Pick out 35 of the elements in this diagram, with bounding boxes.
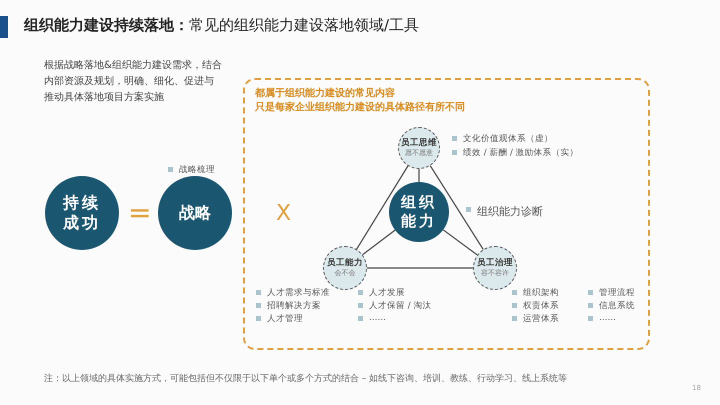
circle-label: 组织能力 (401, 193, 437, 231)
connector-line (430, 165, 484, 250)
multiply-sign: X (276, 201, 292, 226)
description-text: 根据战略落地&组织能力建设需求，结合内部资源及规划，明确、细化、促进与推动具体落地项目方案实施 (44, 58, 222, 105)
bullet-item: …… (358, 313, 386, 323)
bullet-item: 组织能力诊断 (466, 204, 543, 219)
bullet-item: …… (588, 313, 616, 323)
frame-heading: 都属于组织能力建设的常见内容 (255, 86, 395, 100)
bullet-item: 招聘解决方案 (256, 300, 321, 312)
circle-label: 持续成功 (63, 193, 101, 233)
connector-line (356, 166, 408, 250)
bullet-item: 人才保留 / 淘汰 (358, 300, 432, 312)
bullet-item: 权责体系 (512, 300, 559, 312)
footnote: 注：以上领域的具体实施方式，可能包括但不仅限于以下单个或多个方式的结合 – 如线下咨询、培训、教练、行动学习、线上系统等 (44, 372, 568, 385)
slide-title: 组织能力建设持续落地：常见的组织能力建设落地领域/工具 (24, 16, 420, 35)
connector-line (418, 169, 420, 182)
bullet-item: 组织架构 (512, 287, 559, 299)
bullet-item: 管理流程 (588, 287, 635, 299)
connector-line (362, 230, 396, 256)
bullet-item: 信息系统 (588, 300, 635, 312)
frame-heading: 只是每家企业组织能力建设的具体路径有所不同 (255, 100, 465, 114)
bullet-item: 运营体系 (512, 313, 559, 325)
equals-sign: = (128, 196, 152, 229)
bullet-item: 人才管理 (256, 313, 303, 325)
circle-label: 战略 (179, 203, 211, 223)
circle-label: 员工治理 (477, 258, 513, 269)
bullet-item: 文化价值观体系（虚） (452, 133, 553, 145)
bullet-item: 人才发展 (358, 287, 405, 299)
connector-line (367, 267, 473, 269)
bullet-item: 战略梳理 (168, 164, 215, 176)
connector-line (442, 229, 478, 256)
bullet-item: 绩效 / 薪酬 / 激励体系（实） (452, 147, 579, 159)
bullet-item: 人才需求与标准 (256, 287, 330, 299)
circle-label: 员工能力 (327, 258, 363, 269)
circle-label: 员工思维 (401, 138, 437, 149)
